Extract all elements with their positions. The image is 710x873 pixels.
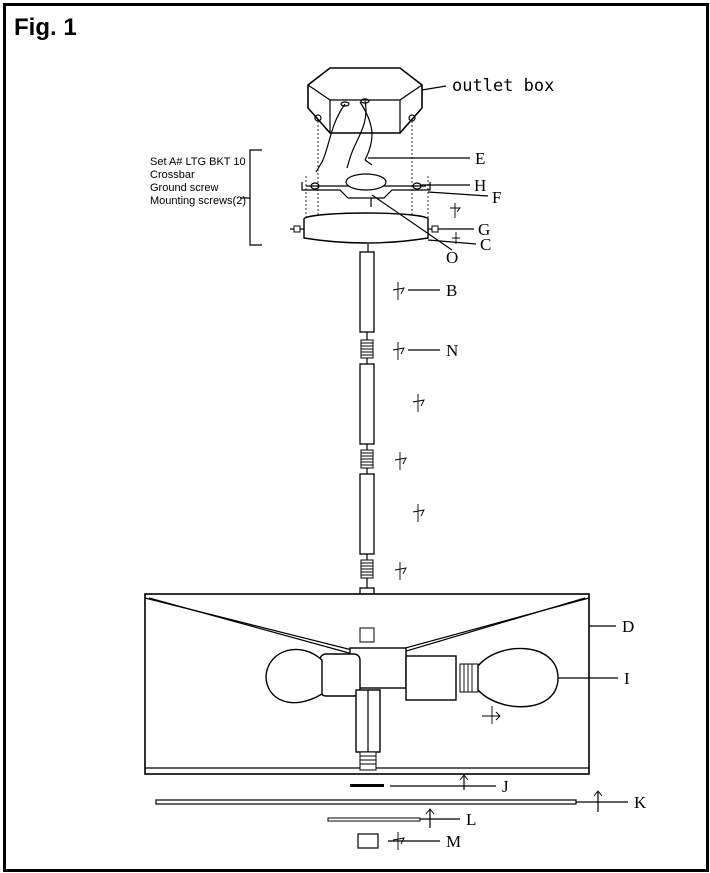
- part-k-diffuser: [155, 799, 577, 805]
- part-j: [350, 784, 384, 787]
- figure-title: Fig. 1: [14, 14, 77, 41]
- downrod-segment: [359, 473, 375, 555]
- hardware-set-label: Set A# LTG BKT 10 Crossbar Ground screw …: [150, 156, 246, 208]
- bulb-right: [459, 647, 559, 708]
- rotation-arrow-icon: [392, 832, 405, 850]
- callout-c: C: [480, 235, 491, 254]
- callout-g: G: [478, 220, 490, 239]
- wires: [315, 100, 373, 173]
- callout-f: F: [492, 188, 501, 207]
- rotation-arrow-icon: [452, 232, 460, 244]
- arrow-icon: [459, 774, 469, 781]
- callout-m: M: [446, 832, 461, 851]
- downrod-segment: [359, 363, 375, 445]
- callout-o-leader: [371, 194, 453, 251]
- rotation-arrow-icon: [450, 203, 461, 218]
- outlet-box: [307, 67, 423, 134]
- canopy: [290, 212, 442, 244]
- arrow-icon: [425, 808, 435, 815]
- coupling-nipple: [360, 449, 374, 469]
- callout-o: O: [446, 248, 458, 267]
- rotation-arrow-icon: [482, 706, 501, 724]
- part-m-finial: [357, 833, 379, 849]
- set-label-line: Set A# LTG BKT 10: [150, 156, 246, 168]
- set-label-line: Crossbar: [150, 169, 195, 181]
- callout-i: I: [624, 669, 630, 688]
- hardware-bracket: [249, 149, 262, 246]
- set-label-line: Ground screw: [150, 182, 219, 194]
- outlet-box-label: outlet box: [452, 76, 554, 96]
- callout-c-leader: [427, 239, 477, 245]
- callout-d: D: [622, 617, 634, 636]
- callout-h: H: [474, 176, 486, 195]
- downrod-segment-b: [359, 251, 375, 333]
- arrow-icon: [593, 790, 603, 797]
- callout-e: E: [475, 149, 485, 168]
- callout-l: L: [466, 810, 476, 829]
- outlet-box-leader: [421, 85, 447, 91]
- rotation-arrow-icon: [386, 282, 425, 622]
- callout-k: K: [634, 793, 647, 812]
- coupling-nipple-n: [360, 339, 374, 359]
- part-l: [327, 817, 421, 822]
- bulb-left: [265, 648, 323, 704]
- callout-f-leader: [427, 191, 489, 197]
- set-label-line: Mounting screws(2): [150, 195, 246, 207]
- figure-frame: [3, 3, 709, 872]
- socket-cluster: [319, 627, 457, 771]
- crossbar: [301, 173, 431, 199]
- callout-n: N: [446, 341, 458, 360]
- callout-j: J: [502, 777, 509, 796]
- coupling-nipple: [360, 559, 374, 579]
- callout-b: B: [446, 281, 457, 300]
